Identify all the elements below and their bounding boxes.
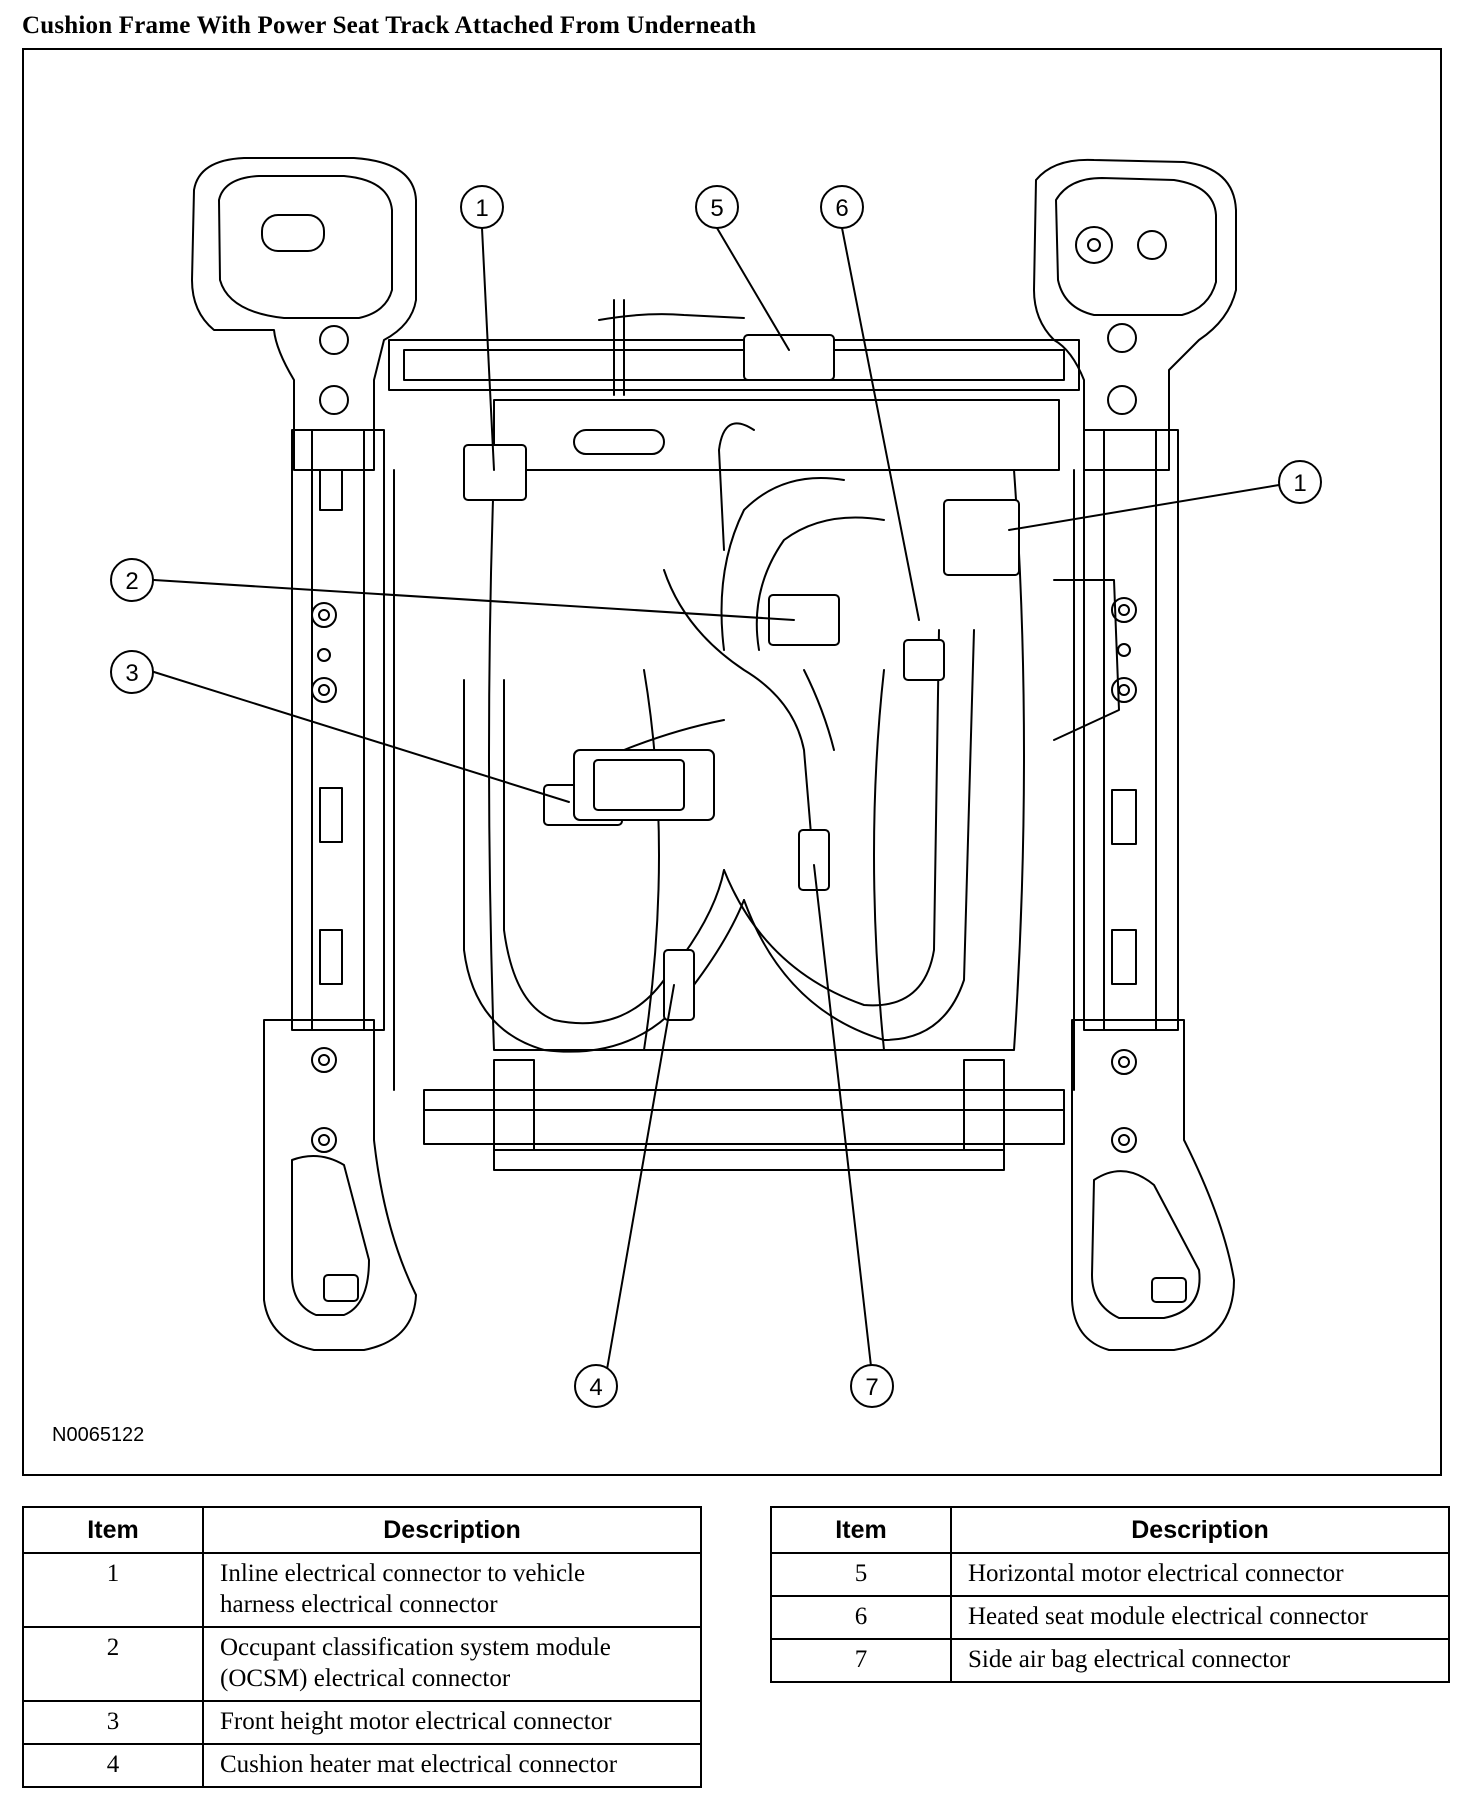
callout-6: 6	[820, 185, 864, 229]
callout-leaders	[153, 227, 1280, 1376]
item-number: 1	[22, 1552, 204, 1628]
callout-7-label: 7	[865, 1374, 878, 1401]
description-header: Description	[202, 1506, 702, 1554]
table-row: 1 Inline electrical connector to vehicle…	[22, 1552, 702, 1628]
item-number: 2	[22, 1626, 204, 1702]
seat-cushion-frame-illustration: 1 5 6 1 2 3 4	[110, 157, 1322, 1408]
description-line: (OCSM) electrical connector	[220, 1665, 511, 1692]
legend-header-row: Item Description	[22, 1506, 702, 1554]
item-description: Heated seat module electrical connector	[950, 1595, 1450, 1640]
table-row: 2 Occupant classification system module (…	[22, 1626, 702, 1702]
item-header: Item	[770, 1506, 952, 1554]
legend-table-left: Item Description 1 Inline electrical con…	[22, 1506, 702, 1788]
figure-frame: 1 5 6 1 2 3 4	[22, 48, 1442, 1476]
callout-1-top-label: 1	[475, 195, 488, 222]
callout-markers: 1 5 6 1 2 3 4	[110, 185, 1322, 1408]
callout-5-label: 5	[710, 195, 723, 222]
callout-3: 3	[110, 650, 154, 694]
figure-id: N0065122	[52, 1424, 145, 1446]
table-row: 5 Horizontal motor electrical connector	[770, 1552, 1450, 1597]
description-line: Occupant classification system module	[220, 1634, 611, 1661]
callout-1-top: 1	[460, 185, 504, 229]
callout-4-label: 4	[589, 1374, 602, 1401]
left-rear-bracket	[191, 157, 417, 471]
callout-6-label: 6	[835, 195, 848, 222]
description-line: Horizontal motor electrical connector	[968, 1560, 1344, 1587]
callout-1-right: 1	[1278, 460, 1322, 504]
item-description: Cushion heater mat electrical connector	[202, 1743, 702, 1788]
table-row: 6 Heated seat module electrical connecto…	[770, 1595, 1450, 1640]
legend-table-right: Item Description 5 Horizontal motor elec…	[770, 1506, 1450, 1683]
legend-header-row: Item Description	[770, 1506, 1450, 1554]
item-number: 4	[22, 1743, 204, 1788]
callout-7: 7	[850, 1364, 894, 1408]
item-number: 6	[770, 1595, 952, 1640]
item-description: Front height motor electrical connector	[202, 1700, 702, 1745]
callout-5: 5	[695, 185, 739, 229]
description-line: harness electrical connector	[220, 1591, 498, 1618]
item-description: Occupant classification system module (OC…	[202, 1626, 702, 1702]
callout-1-right-label: 1	[1293, 470, 1306, 497]
item-number: 7	[770, 1638, 952, 1683]
description-line: Heated seat module electrical connector	[968, 1603, 1368, 1630]
item-number: 5	[770, 1552, 952, 1597]
right-side-rail	[1053, 429, 1179, 1031]
item-header: Item	[22, 1506, 204, 1554]
right-front-bracket	[1071, 1019, 1235, 1351]
table-row: 7 Side air bag electrical connector	[770, 1638, 1450, 1683]
left-side-rail	[291, 429, 385, 1031]
left-front-bracket	[263, 1019, 417, 1351]
callout-4: 4	[574, 1364, 618, 1408]
callout-2: 2	[110, 558, 154, 602]
callout-2-label: 2	[125, 568, 138, 595]
callout-3-label: 3	[125, 660, 138, 687]
table-row: 4 Cushion heater mat electrical connecto…	[22, 1743, 702, 1788]
diagram-title: Cushion Frame With Power Seat Track Atta…	[22, 12, 757, 39]
wiring-harness	[463, 422, 975, 1053]
description-line: Front height motor electrical connector	[220, 1708, 612, 1735]
seat-pan	[393, 469, 1075, 1091]
description-line: Side air bag electrical connector	[968, 1646, 1291, 1673]
description-header: Description	[950, 1506, 1450, 1554]
item-description: Side air bag electrical connector	[950, 1638, 1450, 1683]
right-rear-bracket	[1033, 158, 1237, 471]
description-line: Cushion heater mat electrical connector	[220, 1751, 618, 1778]
description-line: Inline electrical connector to vehicle	[220, 1560, 586, 1587]
table-row: 3 Front height motor electrical connecto…	[22, 1700, 702, 1745]
item-description: Horizontal motor electrical connector	[950, 1552, 1450, 1597]
front-crossbar	[423, 1059, 1065, 1171]
connectors	[463, 334, 1020, 1021]
item-number: 3	[22, 1700, 204, 1745]
item-description: Inline electrical connector to vehicle ha…	[202, 1552, 702, 1628]
